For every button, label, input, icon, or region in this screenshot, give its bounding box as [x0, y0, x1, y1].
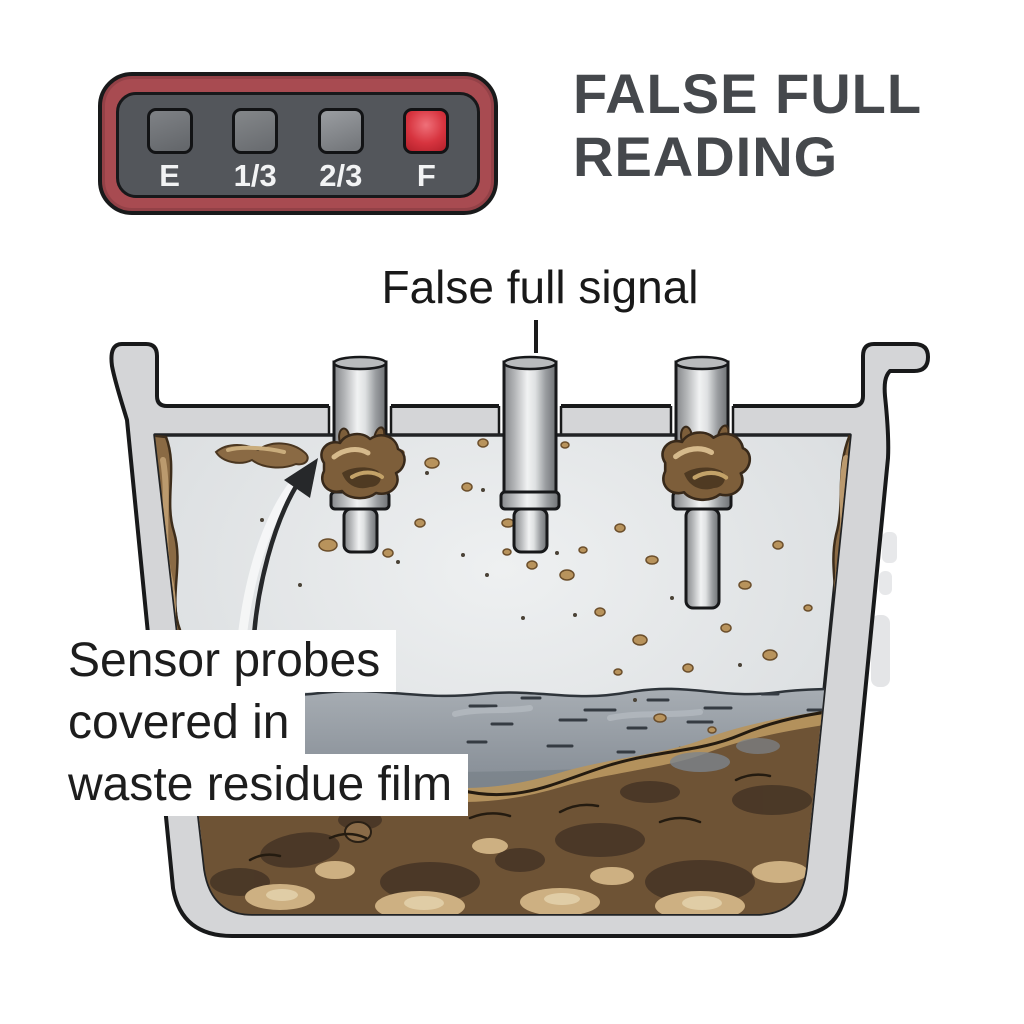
sensor-caption-line3: waste residue film	[56, 754, 469, 816]
tank-level-gauge: E 1/3 2/3 F	[98, 72, 498, 215]
gauge-panel: E 1/3 2/3 F	[116, 92, 480, 198]
signal-pointer-line	[534, 320, 538, 353]
indicator-label-empty: E	[159, 158, 180, 193]
waste-splatter	[318, 438, 813, 734]
sludge-layer	[155, 703, 850, 914]
sensor-caption-line1: Sensor probes	[56, 630, 397, 692]
indicator-empty: E	[135, 108, 205, 191]
indicator-label-full: F	[416, 158, 436, 193]
indicator-label-one-third: 1/3	[233, 158, 277, 193]
indicator-light-two-thirds	[317, 108, 364, 154]
indicator-light-full-active	[403, 108, 450, 154]
page-title-line2: READING	[573, 125, 839, 189]
splatter-specks	[260, 471, 742, 702]
indicator-one-third: 1/3	[220, 108, 290, 191]
sensor-caption-line2: covered in	[56, 692, 306, 754]
wall-shadow-artifacts	[871, 532, 897, 687]
ceiling-residue-drips	[214, 442, 309, 469]
indicator-light-one-third	[232, 108, 279, 154]
indicator-label-two-thirds: 2/3	[319, 158, 363, 193]
page-title: FALSE FULL READING	[573, 62, 1013, 189]
false-full-signal-label: False full signal	[381, 261, 699, 313]
indicator-light-empty	[146, 108, 193, 154]
indicator-full: F	[391, 108, 461, 191]
page-title-line1: FALSE FULL	[573, 62, 923, 125]
sensor-probe-2	[499, 355, 561, 554]
indicator-two-thirds: 2/3	[306, 108, 376, 191]
